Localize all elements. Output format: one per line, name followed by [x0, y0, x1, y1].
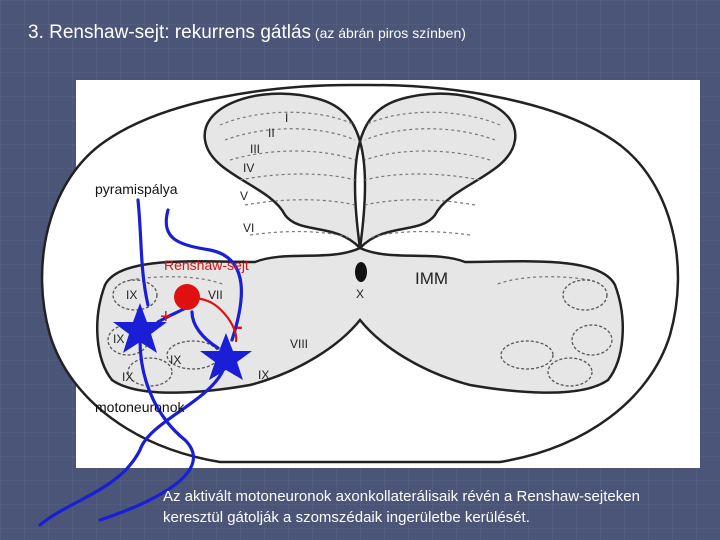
imm-label: IMM — [415, 269, 448, 288]
lamina-label-4: IV — [243, 161, 254, 175]
inhibitory-sign: - — [236, 316, 243, 338]
pyramispalya-label: pyramispálya — [95, 181, 178, 197]
renshaw-cell — [174, 284, 200, 310]
lamina-label-9b: IX — [113, 332, 124, 346]
excitatory-sign: + — [160, 306, 172, 328]
lamina-label-3: III — [250, 142, 260, 156]
lamina-label-9e: IX — [258, 368, 269, 382]
lamina-label-5: V — [240, 189, 248, 203]
lamina-label-9c: IX — [170, 353, 181, 367]
caption: Az aktivált motoneuronok axonkollateráli… — [163, 486, 703, 528]
lamina-label-6: VI — [243, 221, 254, 235]
lamina-label-9d: IX — [122, 370, 133, 384]
lamina-label-8: VIII — [290, 337, 308, 351]
central-canal — [355, 262, 367, 282]
lamina-label-7: VII — [208, 288, 223, 302]
lamina-label-10: X — [356, 287, 364, 301]
lamina-label-1: I — [285, 111, 288, 125]
motoneuronok-label: motoneuronok — [95, 399, 186, 415]
renshaw-label: Renshaw-sejt — [164, 257, 249, 273]
lamina-label-9a: IX — [126, 288, 137, 302]
lamina-label-2: II — [268, 126, 275, 140]
